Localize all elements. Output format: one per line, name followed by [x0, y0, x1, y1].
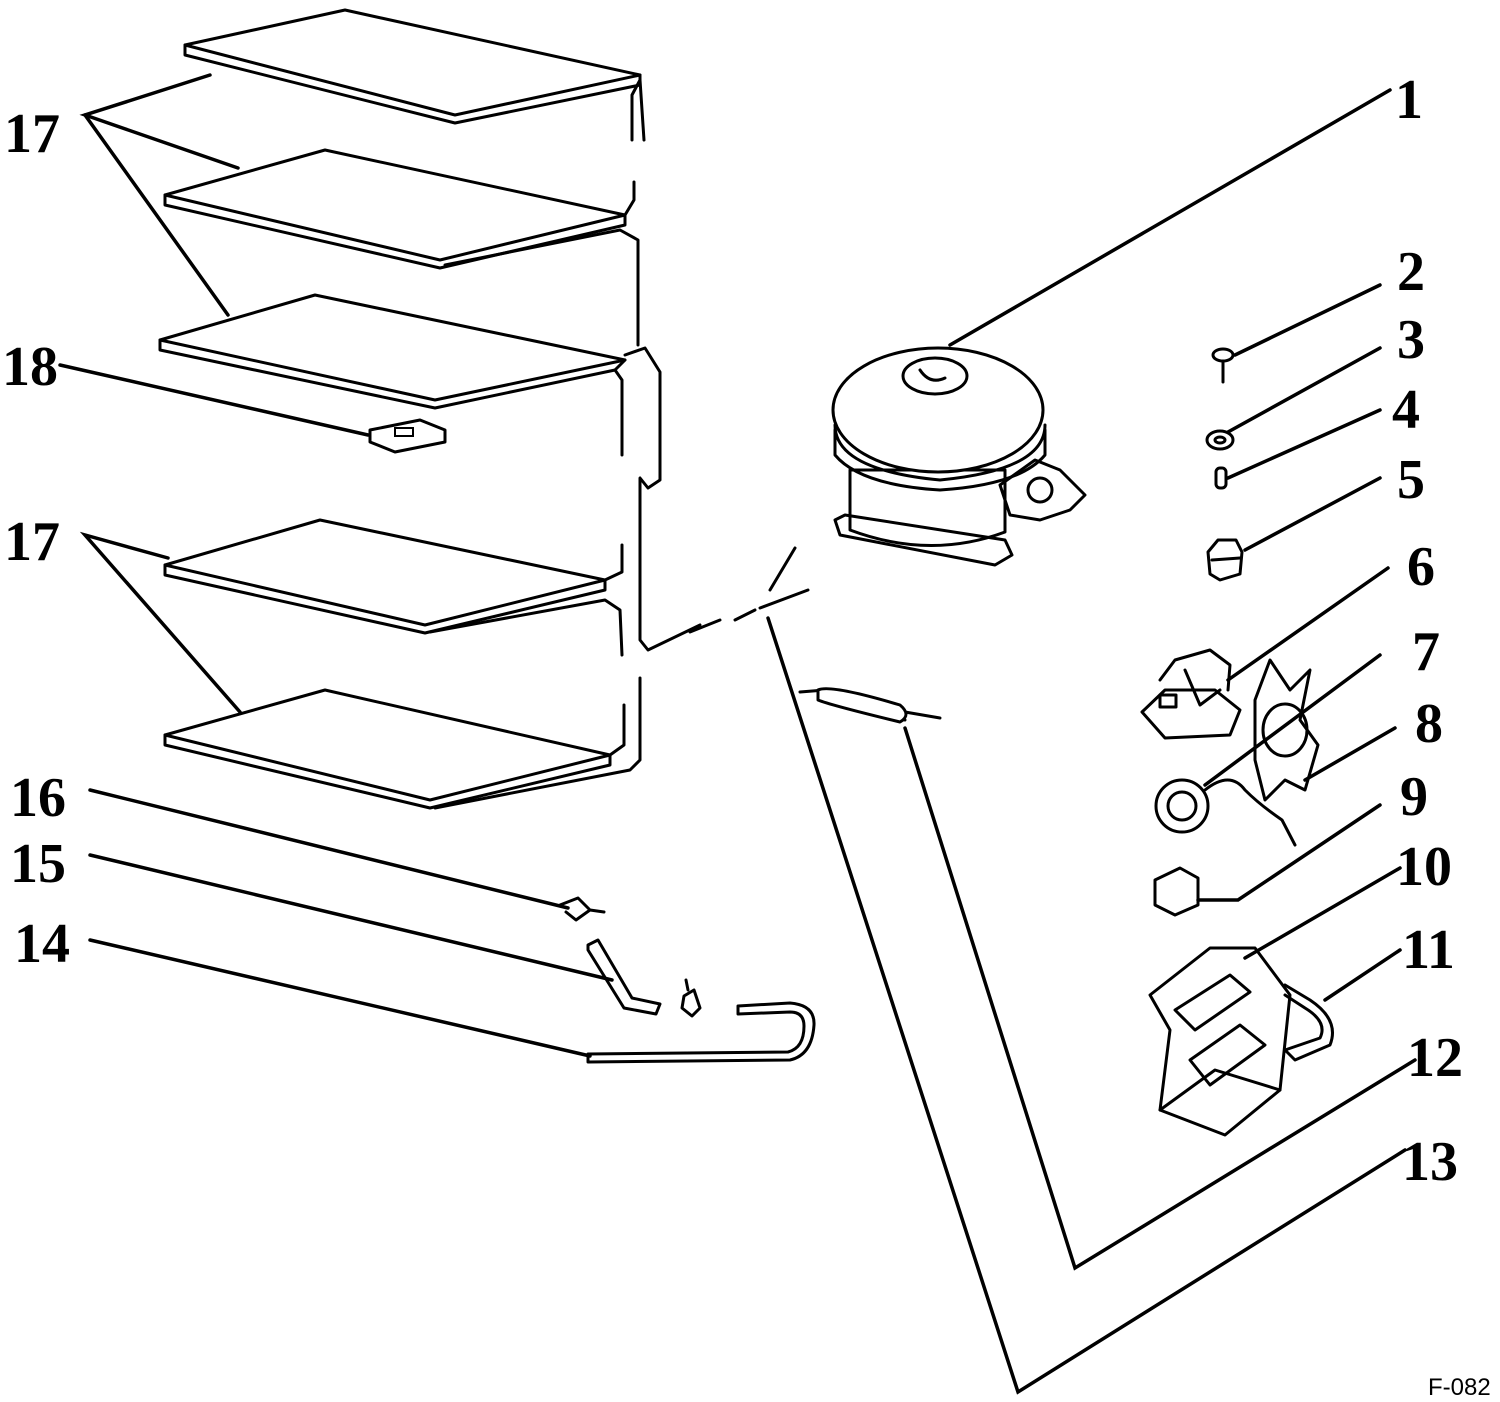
discharge-tube-icon — [586, 1001, 816, 1064]
callout-10: 10 — [1396, 836, 1452, 898]
callout-15: 15 — [10, 833, 66, 895]
callout-12: 12 — [1407, 1027, 1463, 1089]
tube-clip-small-icon — [680, 978, 702, 1018]
callout-13: 13 — [1402, 1131, 1458, 1193]
callout-labels: 1 2 3 4 5 6 7 8 9 10 11 12 13 14 15 16 1… — [2, 69, 1463, 1193]
callout-1: 1 — [1395, 69, 1423, 131]
cover-clip-icon — [1283, 983, 1334, 1062]
relay-icon — [1140, 648, 1242, 740]
connector-icon — [1153, 866, 1200, 917]
shelf-bracket-icon — [368, 418, 447, 454]
callout-17-bottom: 17 — [4, 511, 60, 573]
leader-lines — [58, 73, 1417, 1395]
grommet-icon — [1214, 466, 1228, 490]
elbow-tube-icon — [586, 938, 662, 1016]
retaining-clip-icon — [1253, 658, 1320, 802]
callout-6: 6 — [1407, 536, 1435, 598]
overload-protector-icon — [1154, 778, 1297, 847]
callout-5: 5 — [1397, 449, 1425, 511]
callout-16: 16 — [10, 767, 66, 829]
figure-code: F-082 — [1428, 1374, 1491, 1401]
screw-icon — [1211, 347, 1235, 384]
callout-7: 7 — [1412, 621, 1440, 683]
washer-icon — [1205, 429, 1235, 451]
tube-clip-icon — [558, 896, 606, 922]
drier-icon — [798, 687, 942, 724]
callout-17-top: 17 — [4, 103, 60, 165]
evaporator-shelf-icon — [158, 8, 810, 810]
callout-4: 4 — [1392, 379, 1420, 441]
compressor-icon — [831, 346, 1087, 567]
terminal-cover-icon — [1148, 946, 1292, 1137]
callout-9: 9 — [1400, 766, 1428, 828]
callout-11: 11 — [1402, 919, 1455, 981]
callout-14: 14 — [14, 913, 70, 975]
nut-icon — [1206, 538, 1244, 582]
callout-18: 18 — [2, 336, 58, 398]
callout-8: 8 — [1415, 693, 1443, 755]
callout-2: 2 — [1397, 241, 1425, 303]
callout-3: 3 — [1397, 309, 1425, 371]
